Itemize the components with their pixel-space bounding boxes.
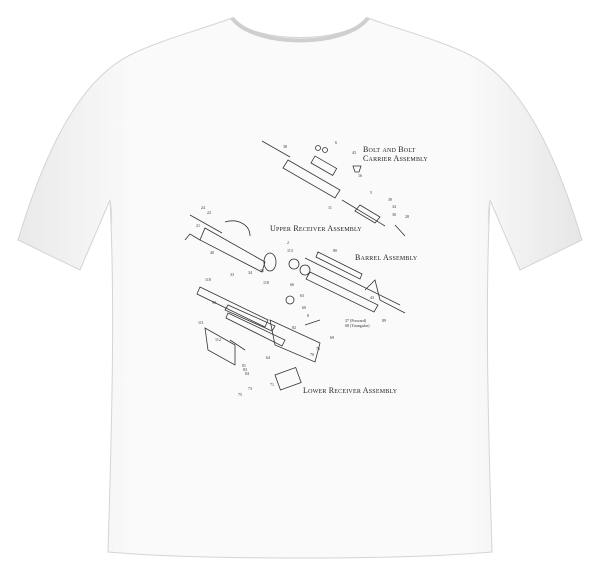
part-number: 118 <box>263 280 269 285</box>
part-number: 71 <box>270 382 274 387</box>
tshirt-body <box>17 17 583 559</box>
part-number: 6 <box>335 140 337 145</box>
part-number: 22 <box>207 210 211 215</box>
part-number: 112 <box>215 337 221 342</box>
part-number: 8 <box>307 313 309 318</box>
label-barrel-assembly: Barrel Assembly <box>355 253 418 262</box>
collar <box>230 16 370 43</box>
part-number: 110 <box>205 277 211 282</box>
part-number: 11 <box>328 205 332 210</box>
part-number: 60 <box>302 305 306 310</box>
part-number: 40 <box>210 250 214 255</box>
label-upper-receiver-assembly: Upper Receiver Assembly <box>270 224 362 233</box>
part-number: 35 <box>260 268 264 273</box>
annotation-forward: 37 (Forward) <box>345 318 367 323</box>
part-number: 38 <box>283 144 287 149</box>
annotation-triangular: 68 (Triangular) <box>345 323 370 328</box>
part-number: 90 <box>212 300 216 305</box>
part-number: 73 <box>248 386 252 391</box>
exploded-diagram <box>184 140 406 391</box>
part-number: 5 <box>370 190 372 195</box>
part-number: 43 <box>352 150 356 155</box>
part-number: 76 <box>316 346 320 351</box>
part-number: 69 <box>330 335 334 340</box>
part-number: 33 <box>230 272 234 277</box>
part-number: 24 <box>201 205 205 210</box>
part-number: 2 <box>287 240 289 245</box>
part-number: 66 <box>290 282 294 287</box>
part-number: 84 <box>245 371 249 376</box>
part-number: 63 <box>300 293 304 298</box>
part-number: 75 <box>238 392 242 397</box>
part-number: 70 <box>310 352 314 357</box>
part-number: 83 <box>243 367 247 372</box>
label-bolt-assembly: Bolt and Bolt Carrier Assembly <box>363 145 428 163</box>
part-number: 34 <box>248 270 252 275</box>
part-number: 64 <box>266 355 270 360</box>
part-number: 111 <box>198 320 204 325</box>
part-number: 16 <box>358 173 362 178</box>
part-number: 34 <box>392 204 396 209</box>
part-number: 81 <box>242 363 246 368</box>
part-number: 89 <box>382 318 386 323</box>
part-number: 43 <box>370 295 374 300</box>
part-number: 39 <box>388 197 392 202</box>
part-number: 82 <box>292 325 296 330</box>
part-number: 80 <box>333 248 337 253</box>
part-number: 30 <box>392 212 396 217</box>
part-number: 28 <box>405 214 409 219</box>
label-lower-receiver-assembly: Lower Receiver Assembly <box>303 386 398 395</box>
part-number: 113 <box>287 248 293 253</box>
part-number: 21 <box>196 223 200 228</box>
